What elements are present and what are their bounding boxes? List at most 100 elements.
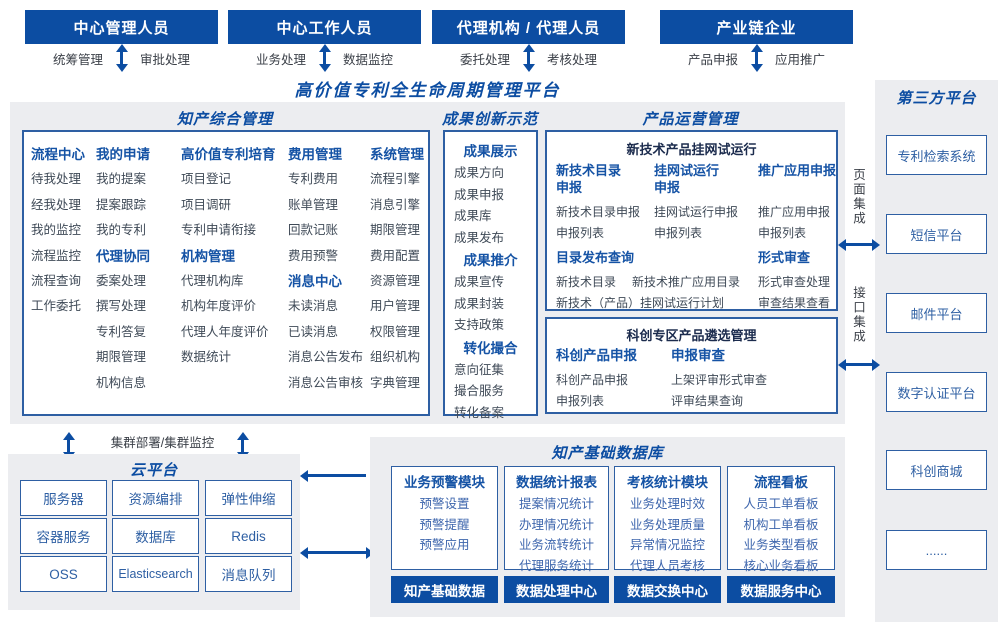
- menu-item: 评审结果查询: [671, 394, 744, 408]
- platform-box: 邮件平台: [886, 293, 987, 333]
- menu-item: 办理情况统计: [518, 517, 594, 532]
- group-header: 费用管理: [288, 147, 342, 162]
- platform-box: 专利检索系统: [886, 135, 987, 175]
- menu-item: 账单管理: [288, 197, 339, 212]
- menu-item: 业务处理质量: [629, 517, 705, 532]
- formal-review-group: 形式审查 形式审查处理审查结果查看: [758, 249, 838, 314]
- ip-column: 流程中心 待我处理经我处理我的监控流程监控流程查询工作委托: [31, 142, 85, 320]
- menu-item: 待我处理: [31, 172, 82, 187]
- menu-item: 成果宣传: [454, 275, 505, 289]
- h-double-arrow-icon: [838, 238, 880, 251]
- db-footer-box: 知产基础数据: [391, 576, 498, 603]
- menu-item: 我的专利: [96, 223, 147, 238]
- menu-item: 推广应用申报: [758, 205, 831, 219]
- db-footer-box: 数据处理中心: [504, 576, 609, 603]
- group-header: 形式审查: [758, 250, 811, 265]
- menu-item: 数据统计: [181, 350, 232, 365]
- menu-item: 转化备案: [454, 405, 505, 420]
- group-header: 消息中心: [288, 274, 342, 290]
- menu-item: 费用配置: [370, 248, 421, 263]
- role-capabilities-agency: 委托处理 考核处理: [432, 44, 625, 72]
- catalog-query-group: 目录发布查询 新技术目录新技术推广应用目录 新技术（产品）挂网试运行计划: [556, 249, 754, 314]
- role-title-enterprise: 产业链企业: [660, 10, 853, 44]
- menu-item: 代理人年度评价: [181, 324, 269, 339]
- menu-item: 委案处理: [96, 274, 147, 289]
- role-title-center-admin: 中心管理人员: [25, 10, 218, 44]
- page-title: 高价值专利全生命周期管理平台: [294, 81, 561, 100]
- section-title-product-ops: 产品运营管理: [642, 111, 739, 128]
- group-header: 流程看板: [754, 475, 808, 490]
- group-header: 转化撮合: [463, 340, 518, 356]
- subsection-title: 新技术产品挂网试运行: [626, 142, 757, 157]
- menu-item: 流程监控: [31, 248, 82, 263]
- menu-item: 代理人员考核: [629, 558, 705, 573]
- menu-item: 支持政策: [454, 318, 505, 332]
- cluster-label: 集群部署/集群监控: [110, 436, 215, 450]
- platform-box: 短信平台: [886, 214, 987, 254]
- section-title-cloud: 云平台: [129, 462, 178, 479]
- menu-item: 代理服务统计: [518, 558, 594, 573]
- menu-item: 代理机构库: [181, 274, 244, 289]
- menu-item: 专利申请衔接: [181, 223, 257, 238]
- v-double-arrow-icon: [115, 44, 128, 72]
- cloud-service-box: 容器服务: [20, 518, 107, 554]
- group-header: 机构管理: [181, 248, 235, 264]
- product-column: 新技术目录 申报 新技术目录申报申报列表: [556, 162, 652, 244]
- cloud-service-box: Elasticsearch: [112, 556, 199, 592]
- menu-item: 工作委托: [31, 299, 82, 314]
- group-header: 考核统计模块: [627, 475, 708, 490]
- menu-item: 申报列表: [556, 394, 605, 408]
- role-capabilities-enterprise: 产品申报 应用推广: [660, 44, 853, 72]
- menu-item: 挂网试运行申报: [654, 205, 739, 219]
- menu-item: 用户管理: [370, 299, 421, 314]
- menu-item: 未读消息: [288, 299, 339, 314]
- menu-item: 成果方向: [454, 166, 505, 180]
- menu-item: 撮合服务: [454, 384, 505, 398]
- product-column: 申报审查 上架评审形式审查评审结果查询: [671, 347, 821, 412]
- menu-item: 申报列表: [758, 226, 807, 240]
- cloud-service-box: 消息队列: [205, 556, 292, 592]
- menu-item: 审查结果查看: [758, 296, 831, 310]
- menu-item: 科创产品申报: [556, 373, 629, 387]
- group-header: 系统管理: [370, 147, 424, 162]
- menu-item: 专利答复: [96, 324, 147, 339]
- trial-operation-box: 新技术产品挂网试运行 新技术目录 申报 新技术目录申报申报列表 挂网试运行 申报…: [545, 130, 838, 311]
- selection-box: 科创专区产品遴选管理 科创产品申报 科创产品申报申报列表 申报审查 上架评审形式…: [545, 317, 838, 414]
- group-header: 数据统计报表: [516, 475, 597, 490]
- menu-item: 消息引擎: [370, 197, 421, 212]
- menu-item: 成果发布: [454, 230, 505, 245]
- menu-item: 项目登记: [181, 172, 232, 187]
- menu-item: 申报列表: [654, 226, 703, 240]
- menu-item: 期限管理: [370, 223, 421, 238]
- cloud-service-box: 弹性伸缩: [205, 480, 292, 516]
- menu-item: 异常情况监控: [629, 538, 705, 552]
- group-header: 高价值专利培育: [181, 147, 276, 162]
- product-column: 挂网试运行 申报 挂网试运行申报申报列表: [654, 162, 754, 244]
- achievement-box: 成果展示 成果方向成果申报成果库成果发布 成果推介 成果宣传成果封装支持政策 转…: [443, 130, 538, 420]
- menu-item: 新技术目录: [556, 275, 617, 289]
- menu-item: 项目调研: [181, 197, 232, 212]
- ip-column: 高价值专利培育 项目登记项目调研专利申请衔接 机构管理 代理机构库机构年度评价代…: [181, 142, 276, 371]
- menu-item: 流程查询: [31, 274, 82, 289]
- capability-label: 产品申报: [687, 52, 738, 67]
- capability-label: 统筹管理: [52, 52, 103, 67]
- menu-item: 形式审查处理: [758, 275, 831, 289]
- capability-label: 审批处理: [140, 52, 191, 67]
- group-header: 新技术目录 申报: [556, 163, 622, 195]
- group-header: 申报审查: [671, 348, 725, 363]
- role-capabilities-center-staff: 业务处理 数据监控: [228, 44, 421, 72]
- menu-item: 新技术（产品）挂网试运行计划: [556, 296, 725, 310]
- product-column: 科创产品申报 科创产品申报申报列表: [556, 347, 664, 412]
- menu-item: 资源管理: [370, 274, 421, 289]
- capability-label: 应用推广: [775, 52, 826, 67]
- section-title-ip-management: 知产综合管理: [176, 111, 273, 128]
- menu-item: 提案情况统计: [518, 497, 594, 511]
- menu-item: 已读消息: [288, 324, 339, 339]
- v-double-arrow-icon: [750, 44, 763, 72]
- role-title-center-staff: 中心工作人员: [228, 10, 421, 44]
- menu-item: 我的提案: [96, 172, 147, 187]
- menu-item: 经我处理: [31, 197, 82, 212]
- menu-item: 上架评审形式审查: [671, 373, 768, 387]
- db-module-box: 考核统计模块 业务处理时效业务处理质量异常情况监控代理人员考核: [614, 466, 721, 573]
